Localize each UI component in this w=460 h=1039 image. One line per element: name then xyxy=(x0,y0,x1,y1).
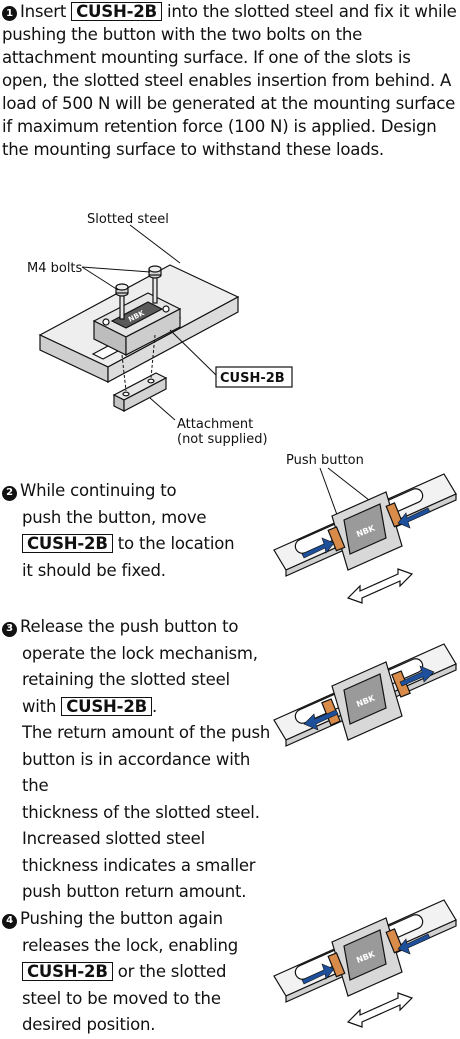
step-2-line-3: to the location xyxy=(117,534,235,553)
move-double-arrow xyxy=(346,568,414,604)
step-4-line-4: steel to be moved to the xyxy=(22,988,221,1008)
label-slotted-steel: Slotted steel xyxy=(87,212,169,227)
step-number-4: 4 xyxy=(2,913,17,929)
release-arrow-right xyxy=(399,665,435,687)
figure-installation: NBK Slotted steel M4 bolts CUSH-2B Attac… xyxy=(27,212,293,447)
step-number-3: 3 xyxy=(2,621,17,637)
push-arrow-right xyxy=(397,933,431,955)
label-not-supplied: (not supplied) xyxy=(177,432,268,447)
step-number-2: 2 xyxy=(2,485,17,501)
cush-2b-unit: NBK xyxy=(321,661,411,741)
step-3-line-2: operate the lock mechanism, xyxy=(22,643,258,663)
label-attachment: Attachment xyxy=(177,417,253,432)
step-2-line-2: push the button, move xyxy=(22,507,207,527)
step-3-line-4a: with xyxy=(22,696,57,716)
label-push-button: Push button xyxy=(286,453,364,468)
step-3-line-6: button is in accordance with the xyxy=(22,749,251,796)
step-3-line-3: retaining the slotted steel xyxy=(22,670,230,689)
period: . xyxy=(151,696,158,716)
step-1-text-b: into the slotted steel and fix it while … xyxy=(2,2,457,159)
cush-2b-unit: NBK xyxy=(327,491,404,571)
attachment-block xyxy=(112,372,168,412)
step-4-line-5: desired position. xyxy=(22,1015,156,1034)
step-1-text-a: Insert xyxy=(20,2,67,21)
step-3-line-1: Release the push button to xyxy=(20,617,239,636)
cush-2b-unit: NBK xyxy=(92,292,182,356)
product-name-box: CUSH-2B xyxy=(22,962,113,982)
push-arrow-left xyxy=(301,537,335,559)
figure-step-3: NBK xyxy=(273,643,457,747)
m4-bolt-right xyxy=(148,265,162,304)
step-4-line-1: Pushing the button again xyxy=(20,909,223,928)
release-arrow-left xyxy=(303,709,339,731)
m4-bolt-left xyxy=(115,283,129,320)
figure-step-2: Push button NBK xyxy=(273,453,457,604)
label-m4-bolts: M4 bolts xyxy=(27,261,83,276)
move-double-arrow xyxy=(346,992,414,1028)
step-2-line-1: While continuing to xyxy=(20,481,177,500)
label-product: CUSH-2B xyxy=(220,371,285,386)
step-2-line-4: it should be fixed. xyxy=(22,560,166,580)
cush-2b-unit: NBK xyxy=(327,917,404,997)
figure-step-4: NBK xyxy=(273,899,457,1028)
step-number-1: 1 xyxy=(2,6,17,21)
product-name-box: CUSH-2B xyxy=(61,696,152,716)
step-3-line-5: The return amount of the push xyxy=(22,723,271,742)
step-3-line-9: thickness indicates a smaller xyxy=(22,855,256,875)
push-arrow-left xyxy=(301,963,335,985)
product-name-box: CUSH-2B xyxy=(22,534,113,554)
step-4-line-3: or the slotted xyxy=(117,962,227,981)
product-name-box: CUSH-2B xyxy=(71,2,162,22)
push-arrow-right xyxy=(397,507,431,529)
step-3-line-7: thickness of the slotted steel. xyxy=(22,802,260,822)
step-3-line-8: Increased slotted steel xyxy=(22,829,205,848)
step-4-line-2: releases the lock, enabling xyxy=(22,935,239,955)
step-3-line-10: push button return amount. xyxy=(22,882,247,901)
